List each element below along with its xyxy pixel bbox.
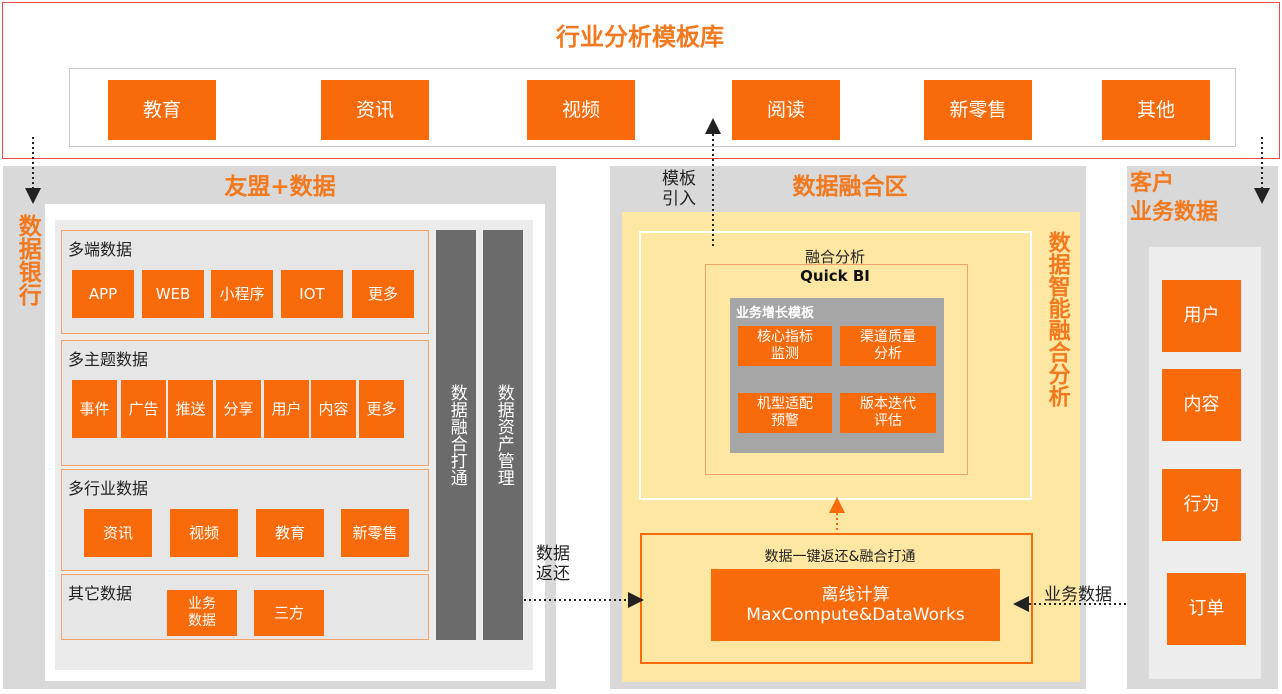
chip-more-topic[interactable]: 更多 bbox=[359, 380, 404, 438]
offline-line2: MaxCompute&DataWorks bbox=[746, 605, 965, 625]
chip-mini-program[interactable]: 小程序 bbox=[211, 270, 273, 318]
growth-item-device-alert[interactable]: 机型适配 预警 bbox=[738, 393, 832, 433]
data-asset-bar: 数据资产管理 bbox=[483, 230, 523, 640]
multi-end-title: 多端数据 bbox=[68, 240, 133, 259]
fusion-analysis-label: 融合分析 bbox=[804, 248, 865, 266]
template-library-title: 行业分析模板库 bbox=[556, 22, 724, 51]
alliance-title: 友盟+数据 bbox=[224, 174, 336, 200]
chip-industry-news[interactable]: 资讯 bbox=[84, 509, 152, 557]
multi-topic-title: 多主题数据 bbox=[68, 350, 149, 369]
data-fusion-bar-text: 数据融合打通 bbox=[446, 384, 467, 486]
other-data-title: 其它数据 bbox=[68, 584, 133, 603]
data-bank-label: 数据银行 bbox=[10, 200, 44, 320]
chip-iot[interactable]: IOT bbox=[281, 270, 343, 318]
template-item-new-retail[interactable]: 新零售 bbox=[924, 80, 1032, 140]
data-asset-bar-text: 数据资产管理 bbox=[493, 384, 514, 486]
customer-title-line1: 客户 bbox=[1130, 171, 1175, 196]
business-data-label: 业务数据 bbox=[1044, 585, 1112, 605]
fusion-side-text: 数据智能融合分析 bbox=[1044, 231, 1070, 407]
data-fusion-bar: 数据融合打通 bbox=[436, 230, 476, 640]
growth-item-core-metrics[interactable]: 核心指标 监测 bbox=[738, 326, 832, 366]
data-bank-text: 数据银行 bbox=[14, 214, 41, 306]
chip-business-data[interactable]: 业务 数据 bbox=[167, 590, 237, 636]
fusion-zone-title: 数据融合区 bbox=[792, 174, 908, 200]
customer-title-line2: 业务数据 bbox=[1130, 199, 1219, 225]
quickbi-box bbox=[705, 264, 968, 475]
customer-item-order[interactable]: 订单 bbox=[1167, 573, 1246, 645]
template-item-news[interactable]: 资讯 bbox=[321, 80, 429, 140]
growth-item-version-eval[interactable]: 版本迭代 评估 bbox=[840, 393, 936, 433]
template-library-row bbox=[69, 68, 1236, 147]
onekey-label: 数据一键返还&融合打通 bbox=[764, 549, 916, 565]
chip-more-end[interactable]: 更多 bbox=[352, 270, 414, 318]
chip-industry-video[interactable]: 视频 bbox=[170, 509, 238, 557]
chip-user[interactable]: 用户 bbox=[264, 380, 309, 438]
chip-web[interactable]: WEB bbox=[142, 270, 204, 318]
chip-industry-education[interactable]: 教育 bbox=[256, 509, 324, 557]
growth-item-channel-quality[interactable]: 渠道质量 分析 bbox=[840, 326, 936, 366]
chip-ad[interactable]: 广告 bbox=[121, 380, 166, 438]
fusion-side-label: 数据智能融合分析 bbox=[1040, 214, 1074, 424]
template-item-reading[interactable]: 阅读 bbox=[732, 80, 840, 140]
multi-industry-title: 多行业数据 bbox=[68, 479, 149, 498]
template-item-education[interactable]: 教育 bbox=[108, 80, 216, 140]
customer-item-behavior[interactable]: 行为 bbox=[1162, 469, 1241, 541]
offline-line1: 离线计算 bbox=[821, 584, 890, 605]
template-library-panel bbox=[2, 2, 1280, 159]
template-item-video[interactable]: 视频 bbox=[527, 80, 635, 140]
chip-third-party[interactable]: 三方 bbox=[254, 590, 324, 636]
other-data-section bbox=[61, 574, 429, 640]
customer-title: 客户 业务数据 bbox=[1130, 170, 1250, 227]
template-import-label: 模板 引入 bbox=[662, 169, 696, 209]
chip-industry-retail[interactable]: 新零售 bbox=[341, 509, 409, 557]
chip-content[interactable]: 内容 bbox=[311, 380, 356, 438]
chip-app[interactable]: APP bbox=[72, 270, 134, 318]
growth-template-title: 业务增长模板 bbox=[736, 306, 815, 321]
chip-event[interactable]: 事件 bbox=[72, 380, 117, 438]
offline-compute-box[interactable]: 离线计算 MaxCompute&DataWorks bbox=[711, 569, 1000, 641]
chip-share[interactable]: 分享 bbox=[216, 380, 261, 438]
quickbi-label: Quick BI bbox=[800, 267, 870, 285]
customer-item-content[interactable]: 内容 bbox=[1162, 369, 1241, 441]
data-return-label: 数据 返还 bbox=[536, 544, 570, 584]
chip-push[interactable]: 推送 bbox=[168, 380, 213, 438]
customer-item-user[interactable]: 用户 bbox=[1162, 280, 1241, 352]
template-item-other[interactable]: 其他 bbox=[1102, 80, 1210, 140]
